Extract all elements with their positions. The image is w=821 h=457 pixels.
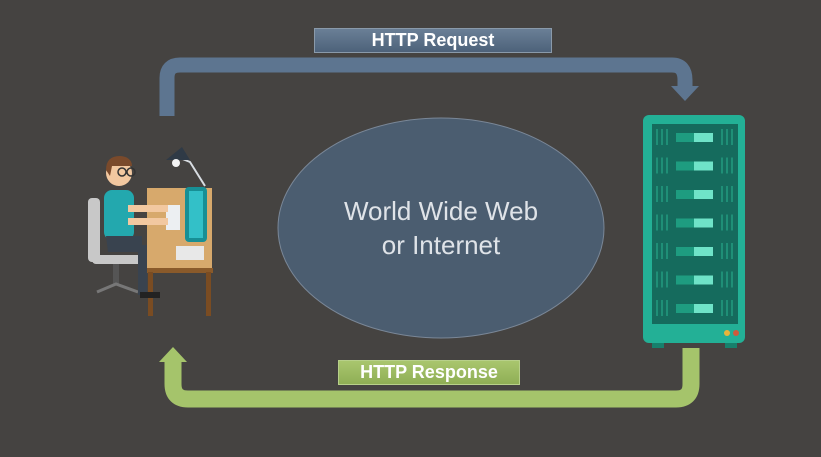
server-rack-part xyxy=(661,214,663,231)
server-rack-part xyxy=(666,271,668,288)
server-rack-part xyxy=(726,271,728,288)
http-response-label: HTTP Response xyxy=(338,360,520,385)
internet-label: World Wide Web or Internet xyxy=(278,118,604,338)
server-rack-part xyxy=(676,133,694,142)
server-rack-part xyxy=(666,214,668,231)
server-rack-part xyxy=(666,243,668,259)
server-rack-part xyxy=(694,133,713,142)
server-rack-part xyxy=(656,157,658,174)
server-rack-part xyxy=(694,190,713,199)
server-rack-part xyxy=(656,271,658,288)
server-rack-part xyxy=(721,157,723,174)
server-rack-part xyxy=(694,247,713,256)
server-rack-part xyxy=(731,129,733,145)
server-rack-part xyxy=(726,186,728,202)
request-arrow xyxy=(159,57,699,116)
internet-label-line1: World Wide Web xyxy=(343,196,539,226)
http-request-label: HTTP Request xyxy=(314,28,552,53)
server-rack-part xyxy=(661,186,663,202)
server-rack-part xyxy=(666,129,668,145)
server-rack-part xyxy=(731,186,733,202)
user-at-desk-icon xyxy=(88,147,213,316)
server-rack-part xyxy=(694,275,713,285)
server-rack-part xyxy=(661,300,663,316)
server-rack-part xyxy=(661,129,663,145)
server-rack-part xyxy=(731,157,733,174)
server-rack-part xyxy=(676,304,694,313)
server-rack-part xyxy=(726,157,728,174)
response-arrow xyxy=(159,347,700,408)
server-rack-part xyxy=(694,161,713,171)
server-rack-part xyxy=(721,271,723,288)
server-rack-part xyxy=(721,186,723,202)
server-rack-part xyxy=(656,186,658,202)
server-rack-part xyxy=(656,214,658,231)
server-rack-part xyxy=(656,300,658,316)
server-rack-part xyxy=(676,161,694,171)
server-rack-part xyxy=(661,243,663,259)
server-rack-part xyxy=(721,214,723,231)
server-rack-part xyxy=(726,300,728,316)
internet-label-line2: or Internet xyxy=(381,230,501,260)
server-rack-part xyxy=(666,186,668,202)
server-rack-part xyxy=(666,157,668,174)
server-rack-part xyxy=(721,243,723,259)
server-rack-part xyxy=(726,243,728,259)
server-rack-part xyxy=(731,271,733,288)
internet-ellipse xyxy=(277,117,605,339)
server-rack-part xyxy=(676,275,694,285)
server-rack-part xyxy=(676,190,694,199)
server-rack-part xyxy=(694,304,713,313)
server-rack-part xyxy=(666,300,668,316)
server-rack-part xyxy=(731,300,733,316)
server-rack-part xyxy=(721,129,723,145)
server-rack-part xyxy=(676,218,694,228)
server-rack-part xyxy=(676,247,694,256)
server-rack-part xyxy=(726,214,728,231)
server-rack-part xyxy=(726,129,728,145)
server-rack-part xyxy=(656,243,658,259)
server-rack-part xyxy=(731,214,733,231)
server-icon xyxy=(643,115,745,348)
server-rack-part xyxy=(721,300,723,316)
server-rack-part xyxy=(731,243,733,259)
server-rack-part xyxy=(661,271,663,288)
server-rack-part xyxy=(661,157,663,174)
server-rack-part xyxy=(694,218,713,228)
server-rack-part xyxy=(656,129,658,145)
